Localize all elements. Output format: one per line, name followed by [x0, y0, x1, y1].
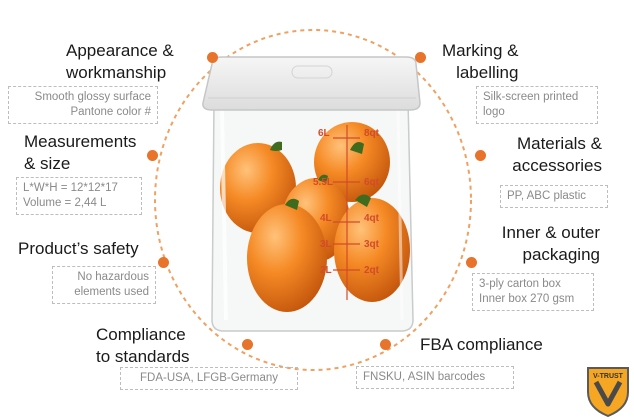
heading-line: workmanship	[66, 63, 167, 82]
heading-line: packaging	[522, 245, 600, 264]
detail-line: No hazardous	[77, 271, 149, 283]
connector-dot-packaging	[466, 257, 477, 268]
feature-heading-materials: Materials & accessories	[494, 133, 602, 177]
scale-label-left: 4L	[320, 213, 332, 224]
detail-line: Silk-screen printed	[483, 91, 579, 103]
heading-line: Compliance	[96, 325, 186, 344]
scale-label-left: 6L	[318, 128, 330, 139]
feature-detail-materials: PP, ABC plastic	[500, 185, 608, 208]
scale-label-right: 6qt	[364, 177, 380, 188]
feature-detail-safety: No hazardous elements used	[52, 266, 156, 304]
logo-text: V-TRUST	[593, 373, 624, 380]
vtrust-logo: V-TRUST	[587, 367, 629, 418]
detail-line: Pantone color #	[70, 106, 151, 118]
detail-line: Smooth glossy surface	[34, 91, 151, 103]
heading-line: Measurements	[24, 132, 137, 151]
connector-dot-compliance	[242, 339, 253, 350]
heading-line: Inner & outer	[501, 223, 600, 242]
measurement-scale	[333, 125, 360, 300]
scale-label-right: 3qt	[364, 239, 380, 250]
feature-heading-compliance: Compliance to standards	[96, 324, 190, 368]
detail-line: Inner box 270 gsm	[479, 293, 575, 305]
heading-line: & size	[24, 154, 71, 173]
feature-detail-marking: Silk-screen printed logo	[476, 86, 598, 124]
detail-line: FDA-USA, LFGB-Germany	[139, 372, 279, 384]
feature-heading-packaging: Inner & outer packaging	[490, 222, 600, 266]
connector-dot-measurements	[147, 150, 158, 161]
connector-dot-marking	[415, 52, 426, 63]
scale-label-left: 5.5L	[313, 177, 333, 188]
feature-detail-appearance: Smooth glossy surface Pantone color #	[8, 86, 158, 124]
detail-line: FNSKU, ASIN barcodes	[363, 371, 486, 383]
heading-line: labelling	[456, 63, 519, 82]
scale-label-right: 2qt	[364, 265, 380, 276]
connector-dot-fba	[380, 339, 391, 350]
feature-heading-appearance: Appearance & workmanship	[66, 40, 174, 84]
scale-label-left: 2L	[320, 265, 332, 276]
connector-dot-materials	[475, 150, 486, 161]
connector-dot-safety	[158, 257, 169, 268]
detail-line: 3-ply carton box	[479, 278, 561, 290]
scale-label-right: 4qt	[364, 213, 380, 224]
feature-heading-fba: FBA compliance	[420, 334, 543, 356]
detail-line: Volume = 2,44 L	[23, 197, 107, 209]
detail-line: logo	[483, 106, 505, 118]
heading-line: Materials &	[516, 134, 602, 153]
feature-detail-packaging: 3-ply carton box Inner box 270 gsm	[472, 273, 594, 311]
heading-line: FBA compliance	[420, 335, 543, 354]
connector-dot-appearance	[207, 52, 218, 63]
heading-line: Appearance &	[66, 41, 174, 60]
scale-label-left: 3L	[320, 239, 332, 250]
feature-heading-measurements: Measurements & size	[24, 131, 136, 175]
food-container-image: 6L 5.5L 4L 3L 2L 8qt 6qt 4qt 3qt 2qt	[202, 56, 421, 332]
scale-label-right: 8qt	[364, 128, 380, 139]
heading-line: Marking &	[442, 41, 519, 60]
detail-line: elements used	[74, 286, 149, 298]
heading-line: accessories	[512, 156, 602, 175]
feature-heading-marking: Marking & labelling	[442, 40, 519, 84]
feature-detail-compliance: FDA-USA, LFGB-Germany	[120, 367, 298, 390]
feature-heading-safety: Product’s safety	[18, 238, 139, 260]
pepper-group	[220, 122, 410, 312]
container-lid	[202, 56, 421, 111]
feature-detail-fba: FNSKU, ASIN barcodes	[356, 366, 514, 389]
dashed-orbit-circle	[154, 29, 472, 371]
feature-detail-measurements: L*W*H = 12*12*17 Volume = 2,44 L	[16, 177, 142, 215]
detail-line: PP, ABC plastic	[507, 190, 587, 202]
heading-line: Product’s safety	[18, 239, 139, 258]
detail-line: L*W*H = 12*12*17	[23, 182, 118, 194]
heading-line: to standards	[96, 347, 190, 366]
